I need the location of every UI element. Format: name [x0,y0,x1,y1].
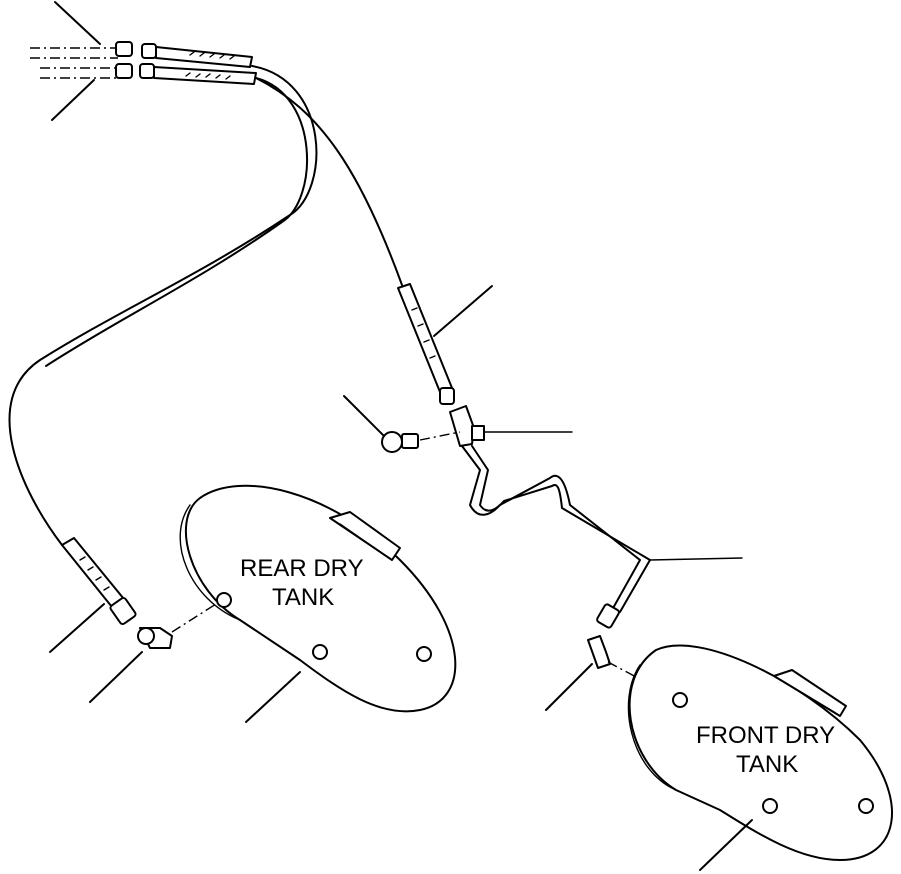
callout-line-9 [545,663,593,711]
top-hose-connectors [30,41,257,85]
rear-tank-label-line1: REAR DRY [240,555,364,582]
center-supply-hose [255,77,403,286]
drain-valve [381,431,461,453]
callout-line-8 [649,557,743,561]
callout-line-10 [699,819,753,871]
rear-tank-label-line2: TANK [272,584,334,611]
callout-line-2 [51,79,95,121]
callout-line-5 [245,671,301,723]
callout-line-4 [89,651,143,703]
rear-hose-end [61,537,137,625]
rear-supply-hose [8,65,318,546]
front-tank-label-line2: TANK [736,751,798,778]
front-dry-tank: FRONT DRY TANK [627,644,893,861]
callout-line-1 [54,1,101,45]
callout-line-6 [433,285,493,337]
rear-elbow-fitting [137,603,217,649]
front-tank-label-line1: FRONT DRY [696,722,835,749]
callout-line-7 [343,395,385,437]
tee-fitting [449,405,573,447]
rear-supply-hose-outer [45,77,308,367]
callout-line-3 [49,603,105,653]
front-supply-tube-outer [471,445,651,613]
rear-dry-tank: REAR DRY TANK [179,484,457,713]
center-hose-end [397,283,455,405]
front-supply-tube [461,445,641,611]
